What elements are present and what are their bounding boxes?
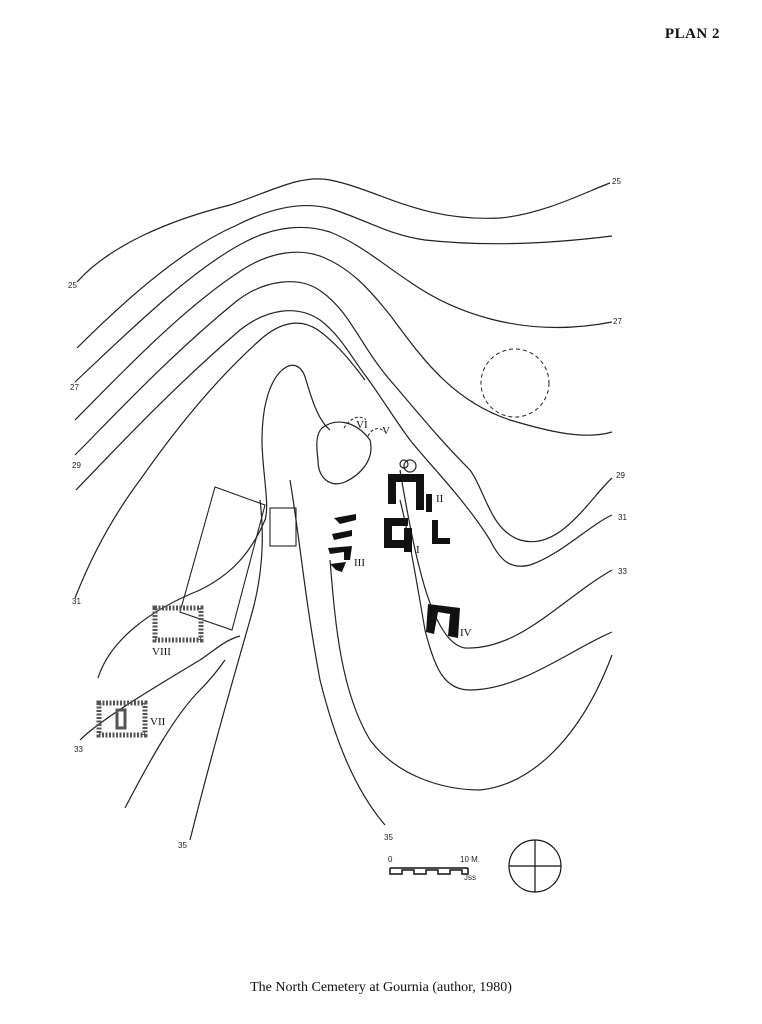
structure-label-iv: IV [460, 627, 472, 639]
structure-ii [399, 459, 450, 544]
contour-label-27-left: 27 [70, 383, 79, 392]
structure-label-vii: VII [150, 716, 166, 728]
contour-29 [74, 281, 613, 543]
contour-hilltop [316, 421, 372, 485]
north-orientation-circle [508, 839, 562, 893]
contour-left-branch [124, 659, 226, 809]
contour-25b [76, 205, 613, 349]
contour-33b [399, 469, 613, 649]
contour-label-29-right: 29 [616, 471, 625, 480]
structure-iv [426, 604, 460, 638]
structure-viii [152, 605, 204, 643]
dashed-circle-feature [480, 348, 550, 418]
structure-label-ii: II [436, 493, 444, 505]
contour-35b [329, 559, 613, 791]
large-rectangle-outline [179, 486, 266, 631]
scale-bar-start: 0 [388, 855, 393, 864]
figure-caption: The North Cemetery at Gournia (author, 1… [250, 980, 512, 995]
structure-iii [328, 514, 356, 572]
contour-27b [74, 251, 613, 436]
contour-27 [74, 226, 613, 383]
contour-25 [76, 178, 611, 283]
plan-label: PLAN 2 [664, 26, 720, 42]
structure-label-v: V [382, 425, 390, 437]
structure-v-arc [367, 428, 385, 437]
contour-label-27-right: 27 [613, 317, 622, 326]
contour-label-33-left: 33 [74, 745, 83, 754]
contour-lines [74, 178, 613, 841]
scale-bar-end: 10 M. [460, 855, 480, 864]
contour-33-left [79, 635, 241, 741]
contour-label-33-right: 33 [618, 567, 627, 576]
contour-29b [75, 310, 613, 567]
structure-label-vi: VI [356, 419, 368, 431]
small-rectangle-outline [269, 507, 297, 547]
contour-35c [289, 479, 386, 826]
scale-bar: 0 10 M. Jss [388, 855, 480, 882]
contour-label-35-bottom: 35 [384, 833, 393, 842]
contour-label-29-left: 29 [72, 461, 81, 470]
structure-vi-arc [343, 416, 367, 429]
structure-label-viii: VIII [152, 646, 171, 658]
contour-label-31-right: 31 [618, 513, 627, 522]
contour-label-35-left: 35 [178, 841, 187, 850]
structure-label-i: I [416, 544, 420, 556]
contour-35 [399, 499, 613, 691]
contour-label-31-left: 31 [72, 597, 81, 606]
contour-31 [74, 322, 366, 599]
contour-35-bottom [189, 499, 263, 841]
contour-33 [97, 364, 331, 679]
structure-i [384, 474, 424, 552]
contour-label-25-left: 25 [68, 281, 77, 290]
contour-label-25-right: 25 [612, 177, 621, 186]
structure-label-iii: III [354, 557, 365, 569]
structure-vii-inner [115, 708, 127, 730]
scale-bar-initials: Jss [464, 873, 476, 882]
structure-vii [96, 700, 148, 738]
